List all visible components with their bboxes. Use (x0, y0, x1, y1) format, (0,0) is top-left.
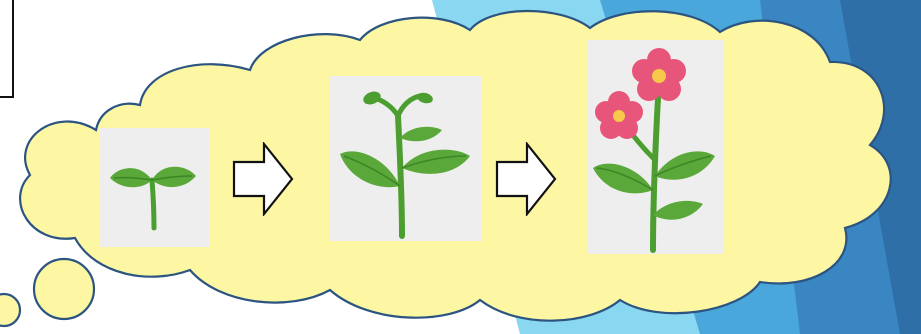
thought-bubble-medium (32, 257, 96, 321)
sprout-stage-card (100, 128, 209, 247)
flower-left (595, 91, 643, 139)
young-plant-icon (340, 91, 470, 239)
sprout-icon (110, 166, 196, 231)
text-box-fragment (0, 0, 14, 98)
young-plant-stage-card (330, 76, 481, 241)
right-arrow-icon (495, 142, 557, 216)
right-arrow-icon (232, 142, 294, 216)
flower-top (632, 48, 686, 101)
flowering-plant-icon (593, 48, 715, 253)
thought-bubble-small (0, 292, 22, 328)
flowering-plant-stage-card (587, 40, 723, 254)
